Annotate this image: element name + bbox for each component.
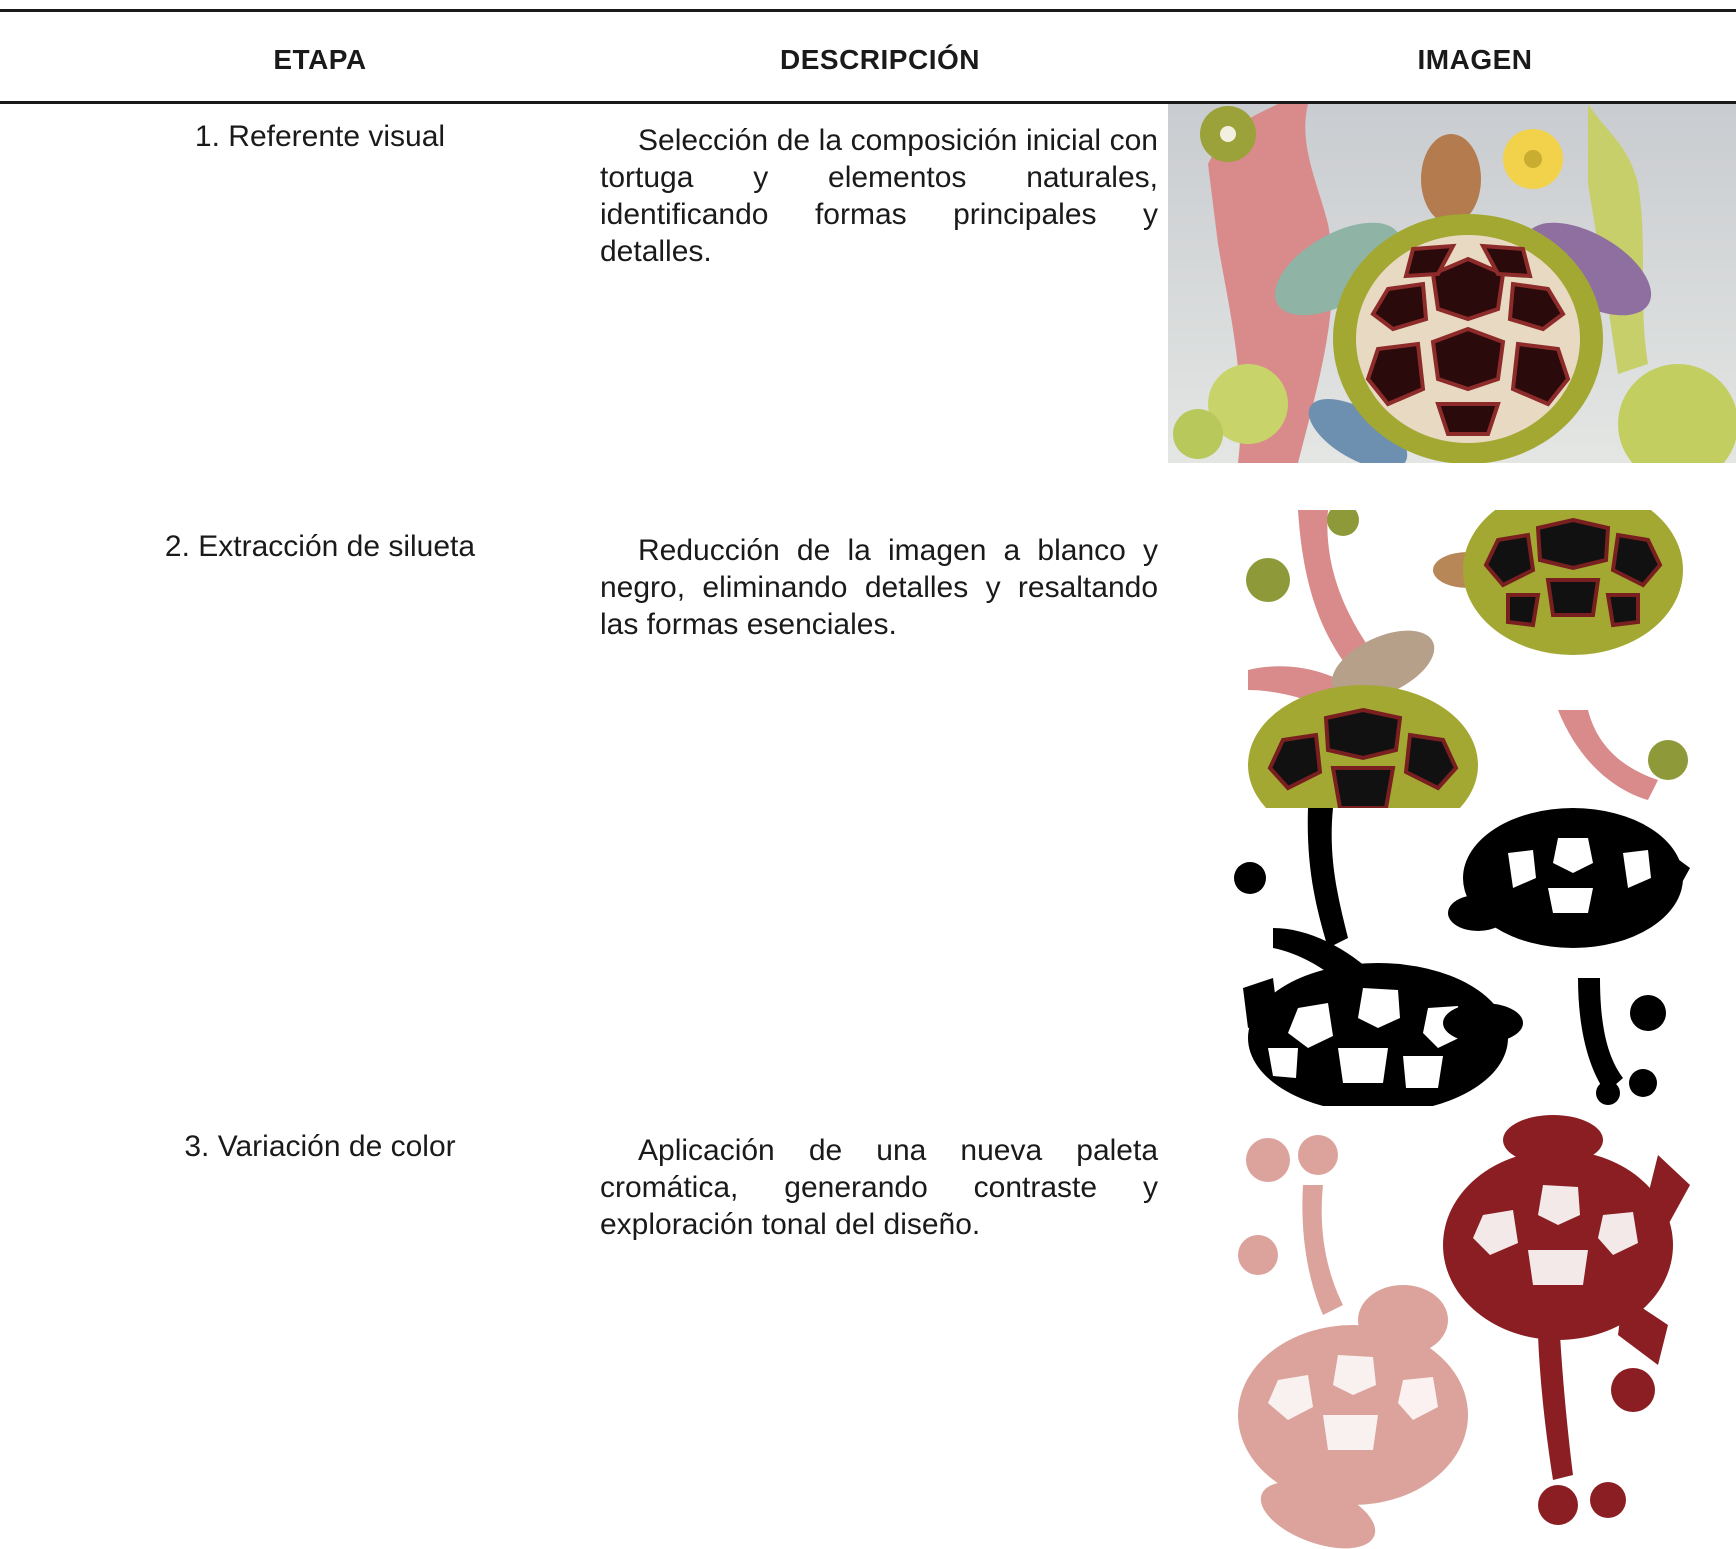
turtle-collage-color-image — [1228, 510, 1690, 808]
row-2-stage: 2. Extracción de silueta — [164, 530, 476, 563]
row-1-description: Selección de la composición inicial con … — [600, 122, 1158, 270]
row-1-description-text: Selección de la composición inicial con … — [600, 124, 1158, 268]
row-2-description: Reducción de la imagen a blanco y negro,… — [600, 532, 1158, 643]
turtle-color-variation-image — [1228, 1115, 1690, 1549]
row-1-stage: 1. Referente visual — [194, 120, 446, 153]
row-3-description: Aplicación de una nueva paleta cromática… — [600, 1132, 1158, 1243]
table-top-rule — [0, 9, 1736, 12]
watercolor-turtle-reference-image — [1168, 104, 1736, 463]
row-3-stage: 3. Variación de color — [184, 1130, 456, 1163]
column-header-stage: ETAPA — [273, 44, 367, 75]
header-bottom-rule — [0, 101, 1736, 104]
row-2-description-text: Reducción de la imagen a blanco y negro,… — [600, 534, 1158, 641]
row-3-description-text: Aplicación de una nueva paleta cromática… — [600, 1134, 1158, 1241]
turtle-silhouette-image — [1228, 808, 1690, 1106]
column-header-image: IMAGEN — [1417, 44, 1533, 75]
column-header-description: DESCRIPCIÓN — [780, 44, 980, 75]
